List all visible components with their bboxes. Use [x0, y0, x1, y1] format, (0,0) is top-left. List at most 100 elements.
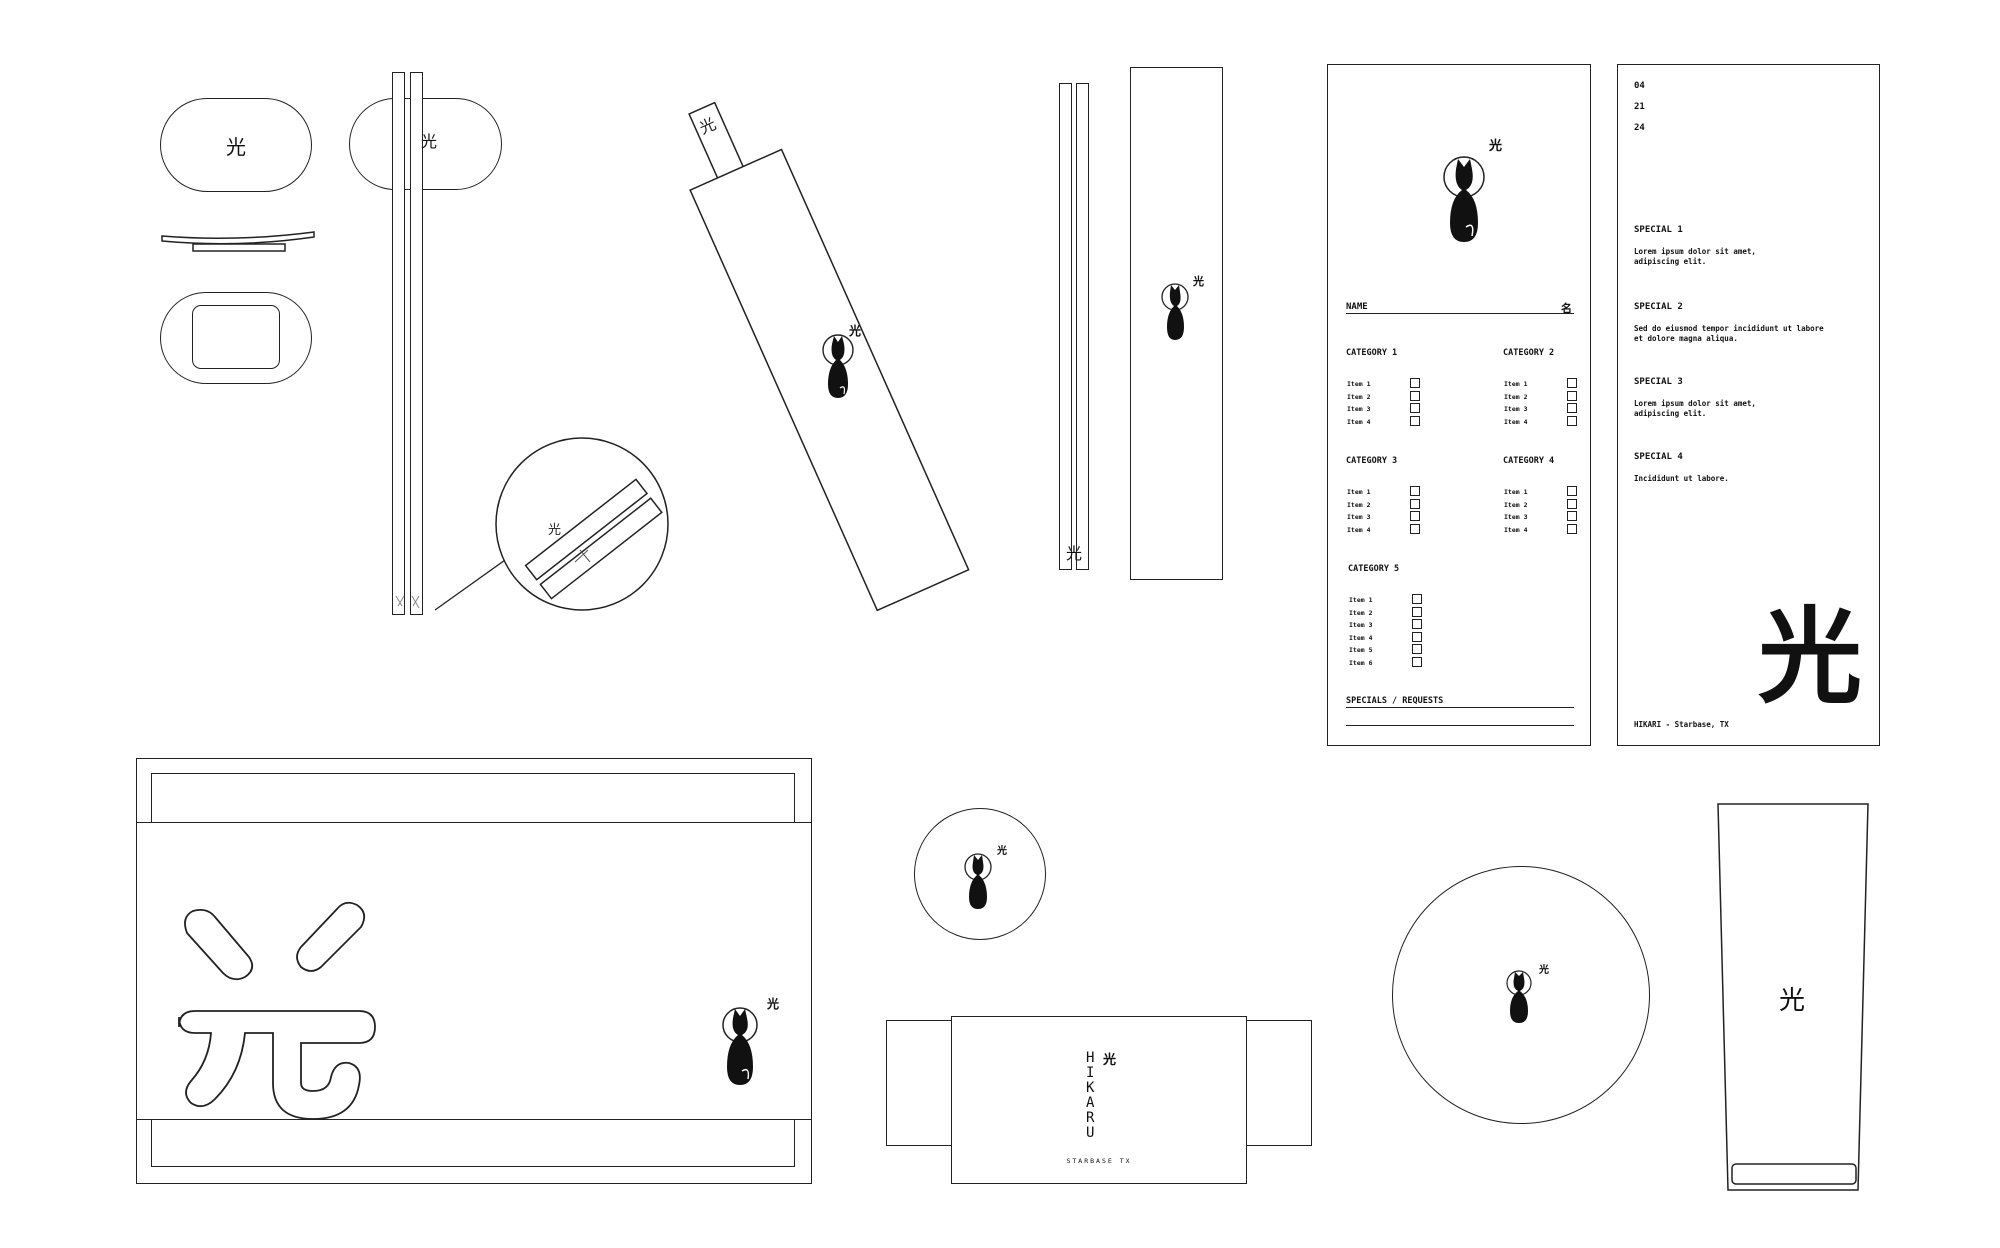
cup-glyph: 光 — [1779, 986, 1806, 1016]
specials-line-1 — [1346, 707, 1574, 708]
item-checkbox[interactable] — [1412, 606, 1422, 617]
item-checkbox[interactable] — [1410, 511, 1420, 521]
chopstick-rest-side-view — [161, 231, 315, 252]
chopstick-paper-sleeve: 光 — [1130, 67, 1223, 580]
chopstick-pair-left — [1059, 83, 1072, 570]
special-title: SPECIAL 2 — [1634, 302, 1683, 312]
category-item-label: Item 3 — [1347, 513, 1371, 521]
category-item-label: Item 1 — [1504, 380, 1528, 388]
specials-requests-label: SPECIALS / REQUESTS — [1346, 696, 1444, 706]
name-line — [1346, 313, 1574, 314]
item-checkbox[interactable] — [1410, 486, 1420, 496]
special-2: SPECIAL 2 Sed do eiusmod tempor incididu… — [1634, 302, 1824, 344]
item-checkbox[interactable] — [1412, 619, 1422, 629]
item-checkbox[interactable] — [1412, 644, 1422, 654]
item-checkbox[interactable] — [1410, 498, 1420, 509]
specials-big-glyph: 光 — [1758, 596, 1863, 718]
svg-text:光: 光 — [548, 523, 561, 538]
chopstick-right — [410, 72, 423, 615]
category-item-label: Item 3 — [1504, 405, 1528, 413]
category-item-label: Item 4 — [1347, 417, 1371, 426]
wrap-band-vertical-name: HIKARU — [1086, 1050, 1095, 1141]
special-desc: Lorem ipsum dolor sit amet, adipiscing e… — [1634, 247, 1756, 266]
category-item-label: Item 3 — [1349, 621, 1373, 629]
category-item-label: Item 2 — [1347, 392, 1371, 401]
category-item-label: Item 4 — [1504, 417, 1528, 426]
item-checkbox[interactable] — [1567, 511, 1577, 521]
category-item-label: Item 3 — [1347, 405, 1371, 413]
item-checkbox[interactable] — [1410, 415, 1420, 426]
category-item-label: Item 1 — [1347, 380, 1371, 388]
item-checkbox[interactable] — [1412, 656, 1422, 667]
category-item-label: Item 2 — [1504, 500, 1528, 509]
category-item-label: Item 2 — [1349, 608, 1373, 617]
chopstick-detail-magnifier: 光 — [434, 437, 669, 611]
item-checkbox[interactable] — [1567, 415, 1577, 426]
chopstick-pair-glyph: 光 — [1066, 544, 1083, 563]
item-checkbox[interactable] — [1412, 594, 1422, 604]
category-item-label: Item 4 — [1349, 633, 1373, 642]
category-item-label: Item 3 — [1504, 513, 1528, 521]
chopstick-pair-right — [1076, 83, 1089, 570]
item-checkbox[interactable] — [1567, 523, 1577, 534]
item-checkbox[interactable] — [1567, 403, 1577, 413]
special-4: SPECIAL 4 Incididunt ut labore. — [1634, 452, 1729, 484]
item-checkbox[interactable] — [1567, 498, 1577, 509]
special-desc: Sed do eiusmod tempor incididunt ut labo… — [1634, 324, 1824, 343]
specials-footer: HIKARI - Starbase, TX — [1634, 720, 1729, 729]
category-title: CATEGORY 5 — [1348, 564, 1400, 574]
category-title: CATEGORY 2 — [1503, 348, 1555, 358]
category-item-label: Item 1 — [1349, 596, 1373, 604]
item-checkbox[interactable] — [1410, 523, 1420, 534]
chopstick-left — [392, 72, 405, 615]
rest-glyph: 光 — [226, 135, 246, 159]
wrap-band: 光 HIKARU STARBASE TX — [951, 1016, 1247, 1184]
category-item-label: Item 4 — [1347, 525, 1371, 534]
date-line: 21 — [1634, 102, 1645, 112]
chopstick-tip-marks — [395, 595, 420, 609]
placemat-logo-glyph: 光 — [767, 997, 780, 1011]
wrap-band-location: STARBASE TX — [1066, 1157, 1132, 1165]
sleeve-glyph: 光 — [849, 324, 862, 338]
placemat-band: 光 — [136, 822, 812, 1120]
special-desc: Incididunt ut labore. — [1634, 474, 1729, 483]
specials-menu: 04 21 24 SPECIAL 1 Lorem ipsum dolor sit… — [1617, 64, 1880, 746]
special-title: SPECIAL 3 — [1634, 377, 1683, 387]
special-desc: Lorem ipsum dolor sit amet, adipiscing e… — [1634, 399, 1756, 418]
placemat-outline-glyph — [178, 901, 376, 1120]
date-line: 24 — [1634, 123, 1645, 133]
item-checkbox[interactable] — [1567, 390, 1577, 401]
item-checkbox[interactable] — [1410, 378, 1420, 388]
plate: 光 — [1392, 866, 1650, 1124]
plate-glyph: 光 — [1539, 965, 1549, 976]
category-item-label: Item 5 — [1349, 646, 1373, 654]
category-item-label: Item 2 — [1347, 500, 1371, 509]
wrap-band-glyph: 光 — [1103, 1053, 1117, 1068]
item-checkbox[interactable] — [1412, 631, 1422, 642]
chopstick-rest-top-view: 光 — [160, 98, 312, 192]
item-checkbox[interactable] — [1567, 378, 1577, 388]
category-item-label: Item 2 — [1504, 392, 1528, 401]
chopstick-rest-with-chopsticks — [349, 98, 502, 190]
date-block: 04 21 24 — [1634, 81, 1645, 144]
chopstick-engraved-glyph: 光 — [421, 132, 438, 151]
item-checkbox[interactable] — [1410, 390, 1420, 401]
item-checkbox[interactable] — [1567, 486, 1577, 496]
name-kanji: 名 — [1561, 302, 1572, 315]
sleeve-cat-logo — [818, 322, 868, 402]
category-item-label: Item 1 — [1347, 488, 1371, 496]
coaster: 光 — [914, 808, 1046, 940]
cup — [1717, 803, 1869, 1191]
date-line: 04 — [1634, 81, 1645, 91]
category-item-label: Item 6 — [1349, 658, 1373, 667]
special-1: SPECIAL 1 Lorem ipsum dolor sit amet, ad… — [1634, 225, 1756, 267]
item-checkbox[interactable] — [1410, 403, 1420, 413]
special-title: SPECIAL 1 — [1634, 225, 1683, 235]
category-item-label: Item 4 — [1504, 525, 1528, 534]
category-title: CATEGORY 1 — [1346, 348, 1398, 358]
order-sheet-logo-glyph: 光 — [1489, 139, 1503, 154]
special-3: SPECIAL 3 Lorem ipsum dolor sit amet, ad… — [1634, 377, 1756, 419]
category-title: CATEGORY 4 — [1503, 456, 1555, 466]
chopstick-rest-bottom-view — [160, 292, 312, 384]
